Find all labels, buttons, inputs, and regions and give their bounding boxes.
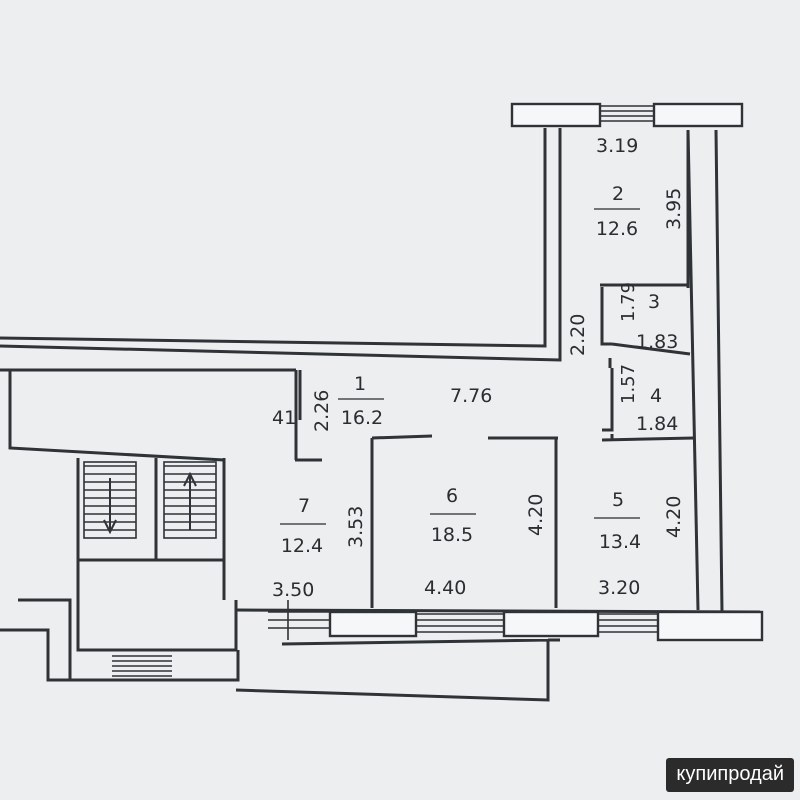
walls [0, 128, 761, 702]
dim-corridor-side: 2.20 [567, 314, 589, 356]
windows [268, 102, 764, 642]
dim-room2-depth: 3.95 [663, 188, 685, 230]
room3-number: 3 [648, 291, 660, 313]
dim-room3-b: 1.83 [636, 331, 678, 353]
window-top [510, 102, 744, 128]
room2-area: 12.6 [596, 218, 638, 240]
hall-left-wall [294, 370, 302, 460]
entrance-walls [0, 598, 240, 682]
dim-room3-a: 1.79 [618, 282, 639, 322]
watermark-logo: купипродай [666, 758, 794, 792]
dim-room5-depth: 4.20 [663, 496, 685, 538]
room1-number: 1 [354, 373, 366, 395]
room7-area: 12.4 [281, 535, 323, 557]
window-bottom [268, 600, 764, 642]
dim-room6-depth: 4.20 [525, 494, 547, 536]
stair-up-arrow [183, 471, 197, 530]
stair-down-arrow [103, 478, 117, 535]
outer-right-wall-outer [714, 129, 724, 613]
room5-number: 5 [612, 489, 624, 511]
room7-number: 7 [298, 495, 310, 517]
outer-right-wall-inner [686, 129, 700, 611]
dim-room7-width: 3.50 [272, 579, 314, 601]
room-labels: 3.19 2 12.6 3.95 2.20 1.79 3 1.83 1.57 4… [272, 135, 685, 601]
dim-hall-length: 7.76 [450, 385, 492, 407]
dim-hall-height: 2.26 [311, 390, 333, 432]
room3-walls [600, 283, 691, 356]
room6-area: 18.5 [431, 524, 473, 546]
room4-walls [601, 358, 695, 442]
dim-hall-cut: 41 [272, 407, 296, 429]
dim-room6-width: 4.40 [424, 577, 466, 599]
room6-number: 6 [446, 485, 458, 507]
dim-room2-width: 3.19 [596, 135, 638, 157]
room4-number: 4 [650, 385, 662, 407]
stair-block [0, 368, 296, 652]
dim-room7-depth: 3.53 [345, 506, 367, 548]
room2-number: 2 [612, 183, 624, 205]
room5-area: 13.4 [599, 531, 641, 553]
dim-room4-b: 1.84 [636, 413, 678, 435]
stair-flight [163, 461, 217, 539]
stair-flight [83, 461, 137, 539]
dim-room4-a: 1.57 [618, 364, 639, 404]
room1-area: 16.2 [341, 407, 383, 429]
dim-room5-width: 3.20 [598, 577, 640, 599]
room6-left-wall [370, 434, 433, 608]
staircase [83, 461, 217, 677]
